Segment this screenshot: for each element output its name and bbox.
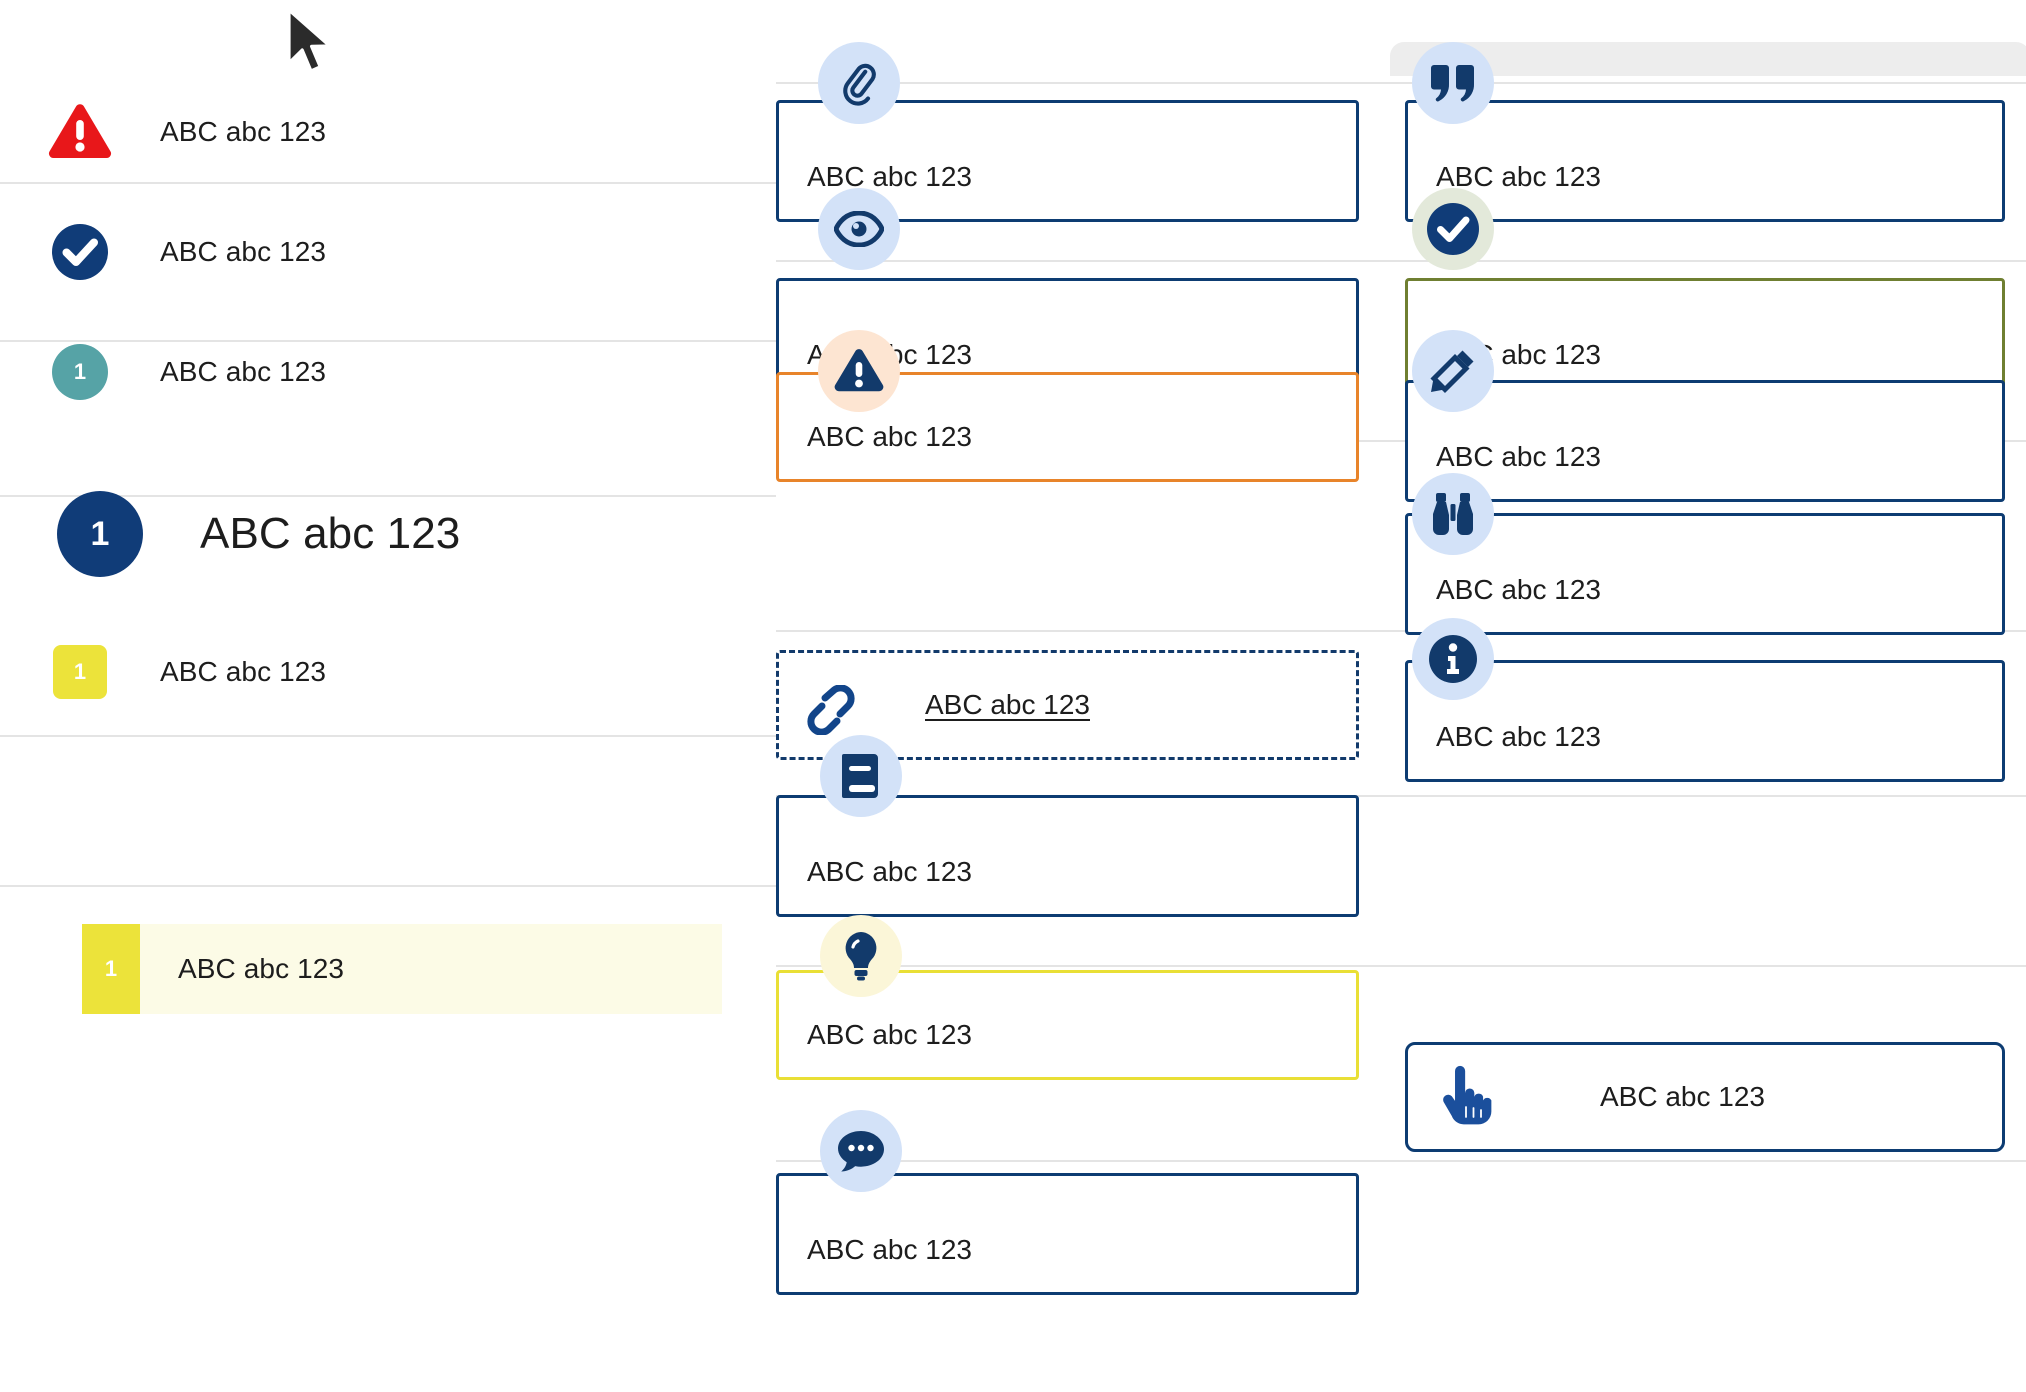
number-badge-circle-large: 1 [57,491,143,577]
divider [0,182,776,184]
paperclip-icon [818,42,900,124]
card-comment[interactable]: ABC abc 123 [776,1173,1359,1295]
card-label: ABC abc 123 [807,421,972,452]
list-item-label: ABC abc 123 [160,116,327,147]
divider [0,495,776,497]
card-label: ABC abc 123 [807,1234,972,1265]
list-item-check[interactable]: ABC abc 123 [0,202,776,302]
divider [776,260,2026,262]
speech-bubble-icon [820,1110,902,1192]
divider [776,795,2026,797]
number-badge-highlight: 1 [82,924,140,1014]
card-label: ABC abc 123 [807,856,972,887]
info-circle-icon [1412,618,1494,700]
list-item-label: ABC abc 123 [160,236,327,267]
card-pointer[interactable]: ABC abc 123 [1405,1042,2005,1152]
card-label: ABC abc 123 [1436,441,1601,472]
list-item-numbered-large[interactable]: 1 ABC abc 123 [0,474,776,594]
number-badge-circle: 1 [52,344,108,400]
divider [776,82,2026,84]
card-label: ABC abc 123 [1436,721,1601,752]
list-item-warning[interactable]: ABC abc 123 [0,82,776,182]
pencil-icon [1412,330,1494,412]
list-item-label: ABC abc 123 [160,656,327,687]
card-label: ABC abc 123 [1600,1081,1765,1112]
left-list-panel: ABC abc 123 ABC abc 123 1 ABC abc 123 1 … [0,0,776,1392]
card-link-label[interactable]: ABC abc 123 [925,689,1090,720]
divider [0,885,776,887]
panel-top-edge [1390,42,2026,76]
eye-icon [818,188,900,270]
divider [776,965,2026,967]
card-label: ABC abc 123 [807,1019,972,1050]
card-search[interactable]: ABC abc 123 [1405,513,2005,635]
divider [0,340,776,342]
quote-icon [1412,42,1494,124]
card-edit[interactable]: ABC abc 123 [1405,380,2005,502]
card-label: ABC abc 123 [1436,574,1601,605]
list-item-numbered-teal[interactable]: 1 ABC abc 123 [0,322,776,422]
card-info[interactable]: ABC abc 123 [1405,660,2005,782]
list-item-label: ABC abc 123 [178,953,345,984]
list-item-numbered-square[interactable]: 1 ABC abc 123 [0,622,776,722]
divider [0,735,776,737]
check-circle-icon [1412,188,1494,270]
badge-number: 1 [73,359,87,384]
list-item-label: ABC abc 123 [160,356,327,387]
list-item-label-large: ABC abc 123 [200,509,461,558]
card-label: ABC abc 123 [1436,161,1601,192]
list-item-highlighted[interactable]: 1 ABC abc 123 [82,924,722,1014]
card-quote[interactable]: ABC abc 123 [1405,100,2005,222]
card-book[interactable]: ABC abc 123 [776,795,1359,917]
divider [776,1160,2026,1162]
badge-number: 1 [104,956,118,981]
warning-triangle-icon [818,330,900,412]
card-label: ABC abc 123 [807,161,972,192]
pointing-hand-icon [1438,1065,1494,1134]
lightbulb-icon [820,915,902,997]
number-badge-square: 1 [53,645,107,699]
binoculars-icon [1412,473,1494,555]
mouse-cursor [285,8,341,81]
book-icon [820,735,902,817]
divider [776,440,2026,442]
link-chain-icon [802,684,860,740]
divider [776,630,2026,632]
check-circle-icon [0,224,160,280]
warning-triangle-icon [0,103,160,161]
badge-number: 1 [90,515,110,553]
badge-number: 1 [73,659,87,684]
